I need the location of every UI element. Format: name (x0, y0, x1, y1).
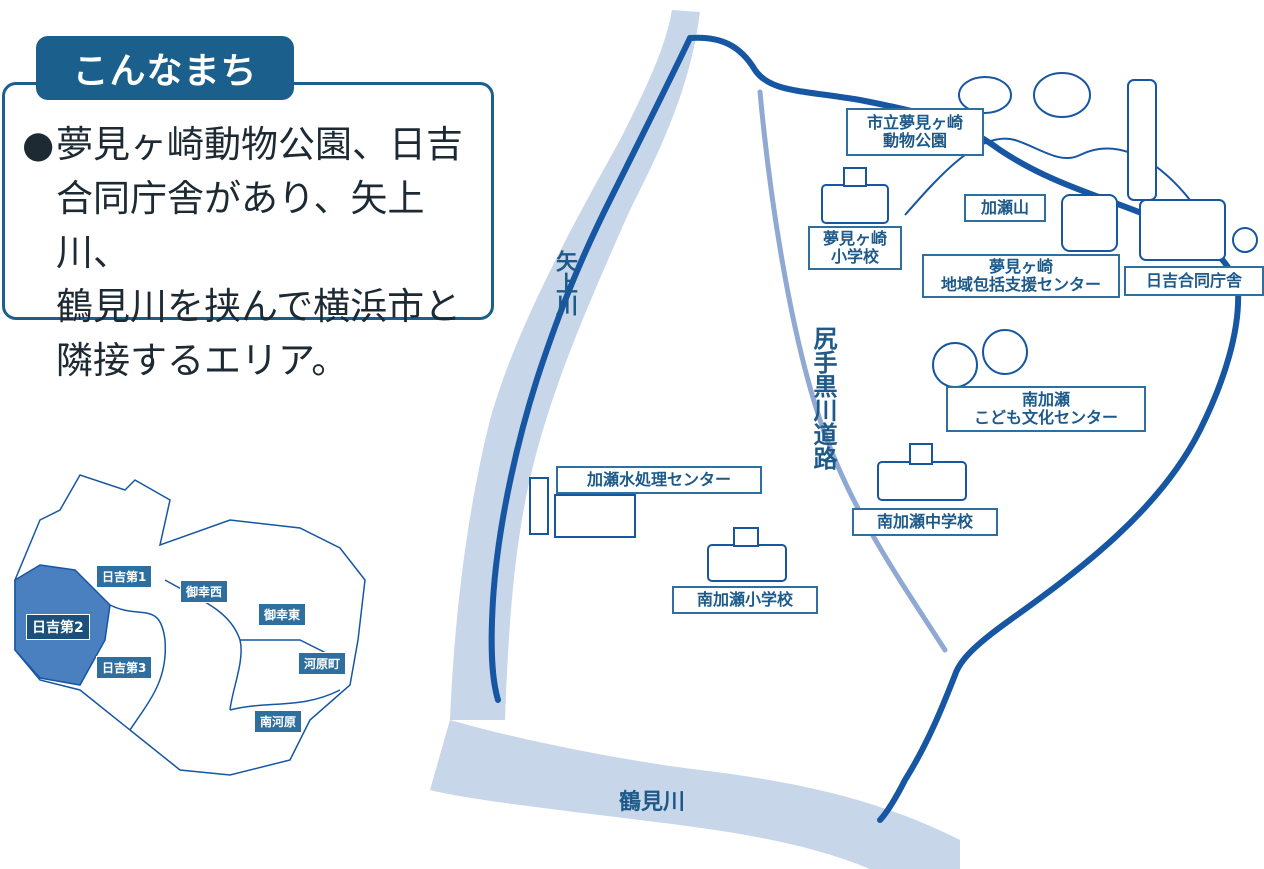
mini-label-kawaramachi: 河原町 (298, 652, 347, 675)
mini-label-miyukihigashi: 御幸東 (258, 603, 307, 626)
mini-label-hiyoshi3: 日吉第3 (96, 656, 153, 679)
minamikase-school-label: 南加瀬小学校 (672, 586, 818, 614)
yumemi-school-label: 夢見ヶ崎 小学校 (808, 226, 902, 270)
junior-high-label: 南加瀬中学校 (852, 508, 998, 536)
mini-label-minamikawara: 南河原 (254, 710, 303, 733)
children-center-icon (932, 329, 1028, 388)
road-label: 尻手黒川道路 (809, 326, 837, 470)
shitte-kurokawa-road (757, 89, 948, 653)
zoo-animals-icon (958, 72, 1157, 201)
bullet: ● (22, 123, 55, 166)
yumemi-school-icon (821, 167, 889, 224)
kase-mountain-label: 加瀬山 (964, 194, 1046, 222)
care-center-label: 夢見ヶ崎 地域包括支援センター (922, 254, 1120, 298)
tsurumi-river (430, 720, 960, 869)
intro-paragraph: 夢見ヶ崎動物公園、日吉 合同庁舎があり、矢上川、 鶴見川を挟んで横浜市と 隣接す… (56, 123, 463, 382)
care-center-icon (1061, 194, 1118, 252)
children-center-label: 南加瀬 こども文化センター (946, 386, 1146, 432)
zoo-label: 市立夢見ヶ崎 動物公園 (846, 108, 984, 156)
water-plant-label: 加瀬水処理センター (556, 466, 762, 494)
mini-map (14, 474, 366, 776)
yagami-river-label: 矢上川 (552, 250, 577, 316)
minamikase-school-icon (707, 527, 787, 582)
intro-text: ● 夢見ヶ崎動物公園、日吉 合同庁舎があり、矢上川、 鶴見川を挟んで横浜市と 隣… (22, 118, 492, 388)
intro-tab: こんなまち (36, 36, 294, 100)
water-plant-icon (529, 477, 636, 538)
govt-office-icon (1139, 199, 1258, 261)
mini-label-miyukinishi: 御幸西 (180, 580, 229, 603)
tsurumi-river-label: 鶴見川 (618, 790, 685, 815)
yagami-river (450, 10, 700, 720)
junior-high-icon (877, 443, 967, 501)
mini-area-divisions (109, 579, 341, 731)
govt-office-label: 日吉合同庁舎 (1124, 266, 1264, 296)
mini-area-outline (14, 474, 366, 776)
mini-label-hiyoshi2: 日吉第2 (26, 614, 90, 640)
yagami-boundary (488, 35, 693, 703)
mini-label-hiyoshi1: 日吉第1 (96, 565, 153, 588)
